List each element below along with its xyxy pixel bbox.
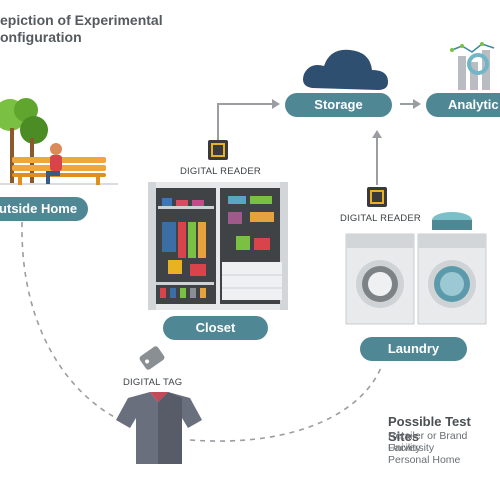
closet-reader-icon <box>208 140 228 160</box>
arrow-heads <box>272 99 421 138</box>
test-site-item: University <box>388 442 435 454</box>
laundry-node: Laundry <box>360 337 467 361</box>
closet-node: Closet <box>163 316 268 340</box>
dashed-return-path <box>189 364 383 442</box>
closet-reader-label: DIGITAL READER <box>180 166 261 177</box>
washing-machines-illustration <box>345 212 487 325</box>
shirt-illustration <box>116 392 202 464</box>
page-title: epiction of Experimental onfiguration <box>0 12 230 46</box>
title-line-2: onfiguration <box>0 29 82 45</box>
tag-icon <box>139 346 165 370</box>
test-site-item: Retailer or Brand Facility <box>388 430 468 454</box>
laundry-reader-label: DIGITAL READER <box>340 213 421 224</box>
cloud-icon <box>303 49 388 90</box>
test-site-item: Personal Home <box>388 454 461 466</box>
test-sites-title: Possible Test Sites <box>388 414 471 444</box>
tag-label: DIGITAL TAG <box>123 377 183 388</box>
title-line-1: epiction of Experimental <box>0 12 163 28</box>
analytics-node: Analytic <box>426 93 500 117</box>
outside-home-node: Outside Home <box>0 197 88 221</box>
closet-illustration <box>148 182 288 310</box>
dashed-loop-path <box>21 221 121 421</box>
flow-arrows <box>217 103 413 185</box>
park-scene-illustration <box>0 98 118 185</box>
laundry-reader-icon <box>367 187 387 207</box>
storage-node: Storage <box>285 93 392 117</box>
closet-to-storage-arrow <box>217 103 272 140</box>
analytics-chart-icon <box>450 42 495 90</box>
